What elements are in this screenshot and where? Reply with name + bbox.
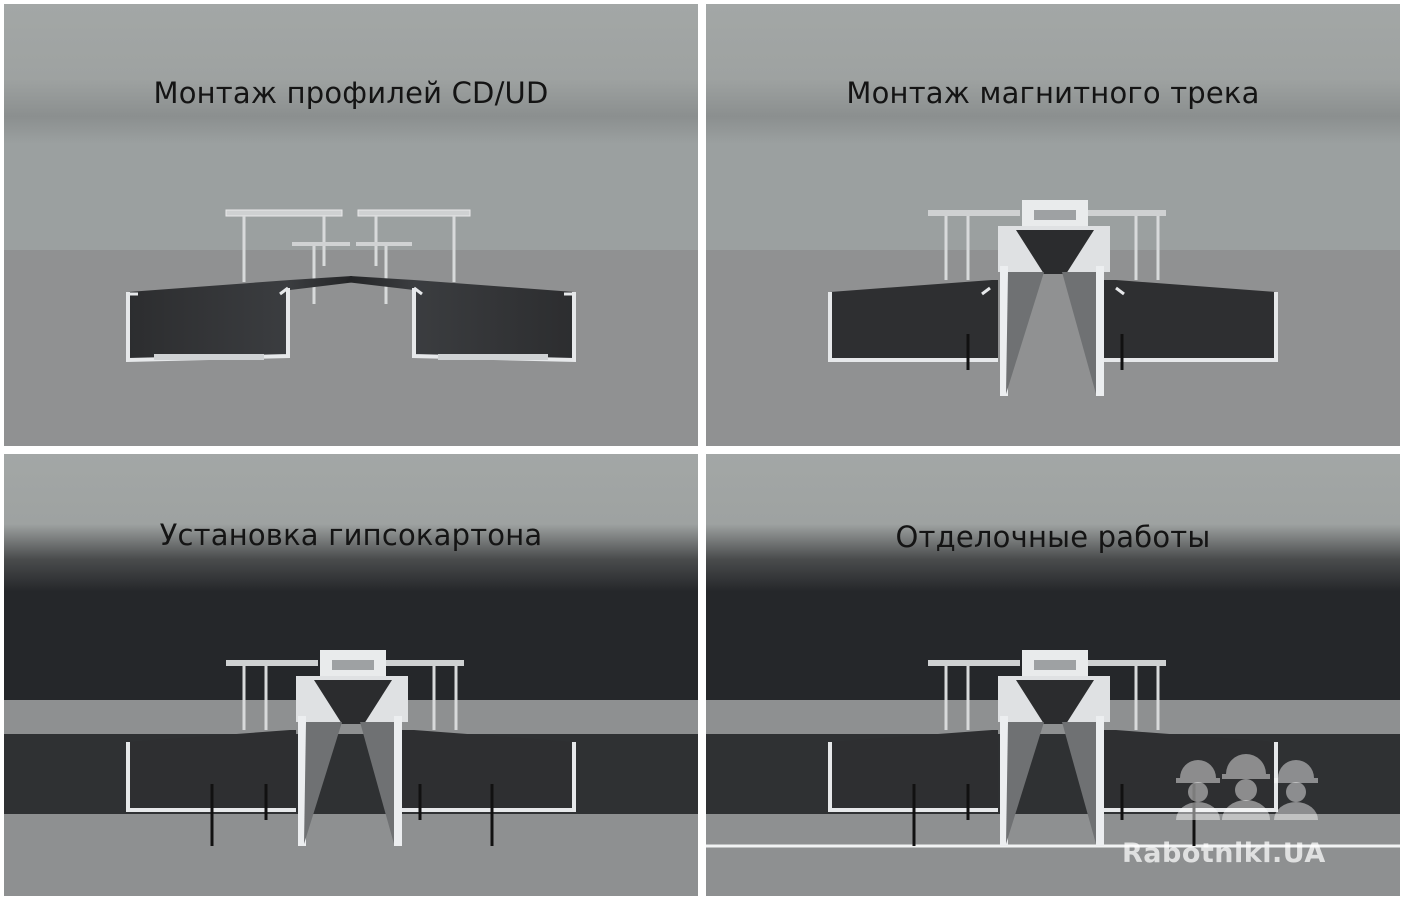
magnetic-track-profile	[998, 200, 1110, 396]
panel-finishing-works: Отделочные работы	[706, 454, 1400, 896]
magnetic-track-profile	[296, 650, 408, 846]
stage-3-illustration	[4, 454, 698, 896]
cd-profile-right	[1104, 280, 1278, 370]
cd-profile-left	[126, 276, 356, 363]
stage-4-illustration	[706, 454, 1400, 896]
panel-title: Монтаж профилей CD/UD	[153, 76, 549, 110]
stage-1-illustration	[4, 4, 698, 446]
finished-panel-right	[1104, 730, 1278, 846]
panel-title: Монтаж магнитного трека	[846, 76, 1260, 110]
panel-installing-drywall: Установка гипсокартона	[4, 454, 698, 896]
magnetic-track-profile	[998, 650, 1110, 846]
drywall-right	[402, 730, 576, 846]
cd-profile-left	[828, 280, 998, 370]
drywall-left	[126, 730, 296, 846]
panel-title: Установка гипсокартона	[159, 518, 543, 552]
panel-title: Отделочные работы	[895, 520, 1211, 554]
cd-profile-right	[346, 276, 576, 363]
stage-2-illustration	[706, 4, 1400, 446]
builders-helmet-icon	[1176, 754, 1318, 820]
hangers	[225, 209, 471, 304]
panel-mounting-profiles: Монтаж профилей CD/UD	[4, 4, 698, 446]
finished-panel-left	[828, 730, 998, 846]
watermark: Rabotniki.UA	[1122, 838, 1326, 869]
panel-mounting-magnetic-track: Монтаж магнитного трека	[706, 4, 1400, 446]
